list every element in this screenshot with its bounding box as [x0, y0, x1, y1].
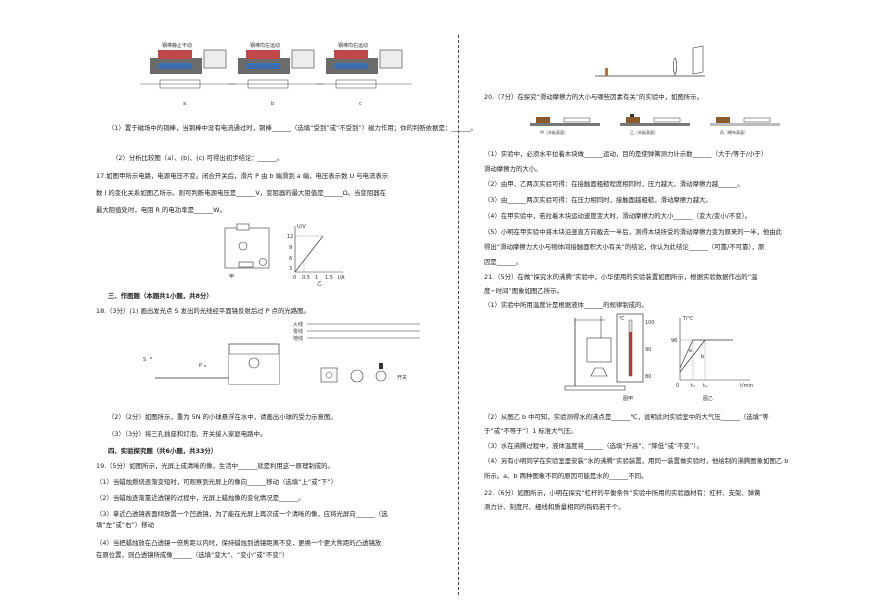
q20-2: （2）由甲、乙两次实验可得：在接触面粗糙程度相同时，压力越大，滑动摩擦力越___… — [484, 180, 744, 188]
q21-thermo-unit: ℃ — [619, 316, 625, 322]
q17-line3: 最大阻值处时，电阻 R 的电功率是______W。 — [96, 206, 226, 214]
q20-5-line1: （5）小明在甲实验中将木块沿竖直方向截去一半后，测得木块所受的滑动摩擦力变为原来… — [484, 228, 783, 236]
q19: 19.（5分）如图所示，光屏上成清晰的像，生活中______就是利用这一原理制成… — [96, 462, 334, 470]
fig-b-label: b — [271, 101, 274, 107]
q17-fig-b-caption: 乙 — [317, 280, 322, 287]
q17-xtick-15: 1.5 — [325, 275, 333, 281]
q19-1: （1）当蜡烛燃烧逐渐变短时，可观察到光屏上的像向______移动（选填“上”或“… — [96, 478, 337, 486]
q21-graph-a: a — [689, 348, 692, 354]
q16-1: （1）置于磁场中的铜棒，当铜棒中没有电流通过时，铜棒______（选填“受到”或… — [108, 124, 477, 132]
q17-xtick-0: 0 — [293, 275, 296, 281]
q21-thermo-tick-100: 100 — [645, 320, 655, 326]
q21-line2: 度−时间”图象如图乙所示。 — [484, 287, 563, 295]
q17-line2: 数 I 的变化关系如图乙所示。则可判断电源电压是______V，变阻器的最大阻值… — [96, 189, 386, 197]
q19-3-line2: 填“左”或“右”）移动 — [96, 521, 154, 529]
q21-boiling-figure: ℃ 100 90 80 图甲 T/℃ 96 a b t₁ t₂ 0 t/min … — [564, 313, 753, 402]
q21-graph-t1: t₁ — [691, 383, 695, 389]
q17-xtick-05: 0.5 — [302, 275, 310, 281]
magnet-experiment-figure: 钢棒静止不动 钢棒向左运动 钢棒向右运动 a b c — [140, 42, 412, 107]
q20-fig-label-c: 丙（棉布表面） — [720, 129, 748, 135]
q20-5-line2: 得出“滑动摩擦力大小与物体间接触面积大小有关”的结论，你认为此结论______（… — [484, 243, 765, 251]
q20-4: （4）在甲实验中，若拉着木块运动速度变大时，滑动摩擦力的大小______（变大/… — [484, 212, 752, 220]
section-3-heading: 三、作图题（本题共1小题，共8分） — [108, 292, 213, 300]
q21-thermo-tick-90: 90 — [645, 347, 651, 353]
q21-caption-b: 图乙 — [703, 395, 713, 402]
q18-switch-label: 开关 — [397, 374, 407, 381]
q19-2: （2）当蜡烛逐渐靠近透镜的过程中，光屏上蜡烛像的变化情况是______。 — [96, 494, 305, 502]
q20-3: （3）由______两次实验可得：在压力相同时，接触面越粗糙，滑动摩擦力越大。 — [484, 196, 712, 204]
q18-point-s: S — [143, 357, 146, 363]
fig-b-caption: 钢棒向左运动 — [250, 42, 280, 49]
q18-wire-neutral: 零线 — [293, 328, 303, 335]
q20: 20.（7分）在探究“滑动摩擦力的大小与哪些因素有关”的实验中，如图所示。 — [484, 93, 703, 101]
q18-figures: S P 火线 零线 地线 开关 — [143, 321, 420, 385]
q18-3: （3）（3分）将三孔插座和灯泡、开关接入家庭电路中。 — [108, 430, 267, 438]
q21-4-line1: （4）另有小明同学在实验室里安装“水的沸腾”实验装置，用同一装置做实验时，他绘制… — [484, 457, 789, 465]
q21-thermo-tick-80: 80 — [645, 374, 651, 380]
q17-line1: 17.如图甲所示电路，电源电压不变。闭合开关后，滑片 P 由 b 端滑到 a 端… — [96, 172, 389, 180]
q17-ytick-3: 3 — [289, 266, 292, 272]
q20-fig-label-a: 甲（木板表面） — [540, 129, 568, 135]
q20-5-line3: 因是______。 — [484, 258, 523, 266]
fig-c-label: c — [359, 101, 362, 107]
q20-friction-figure: 甲（木板表面） 乙（木板表面） 丙（棉布表面） — [530, 114, 780, 135]
q21-2-line2: 于”或“不等于”）1 标准大气压。 — [484, 427, 577, 435]
q21-4-line2: 所示。a、b 两种图象不同的原因可能是水的______不同。 — [484, 472, 648, 480]
q21-graph-t2: t₂ — [703, 383, 707, 389]
fig-c-caption: 钢棒向右运动 — [338, 42, 368, 49]
q22-line1: 22.（6分）如图所示，小明在探究“杠杆的平衡条件”实验中所用的实验器材有：杠杆… — [484, 489, 761, 497]
q17-graph-ylabel: U/V — [297, 224, 306, 230]
q18-wire-ground: 地线 — [293, 335, 303, 342]
q19-4-line1: （4）当把蜡烛放在凸透镜一倍焦距以内时，保持蜡烛到透镜距离不变，更换一个更大焦距… — [96, 539, 382, 547]
q21-graph-96: 96 — [671, 338, 677, 344]
q20-1-line1: （1）实验中，必须水平拉着木块做______运动，目的是使弹簧测力计示数____… — [484, 150, 768, 158]
q21-2-line1: （2）从图乙 b 中可知，实验测得水的沸点是______℃，说明此时实验室中的大… — [484, 413, 769, 421]
q19-4-line2: 在原位置，则凸透镜所成像______（选填“变大”、“变小”或“不变”） — [96, 551, 289, 559]
q18-2: （2）（2分）如图所示，重为 5N 的小球悬浮在水中，请画出小球的受力示意图。 — [108, 413, 337, 421]
q17-fig-a-caption: 甲 — [229, 274, 234, 280]
q16-2: （2）分析比较图（a）、(b)、(c) 可得出初步结论：______。 — [112, 154, 284, 162]
fig-a-caption: 钢棒静止不动 — [162, 42, 192, 49]
q21-graph-ylabel: T/℃ — [682, 316, 694, 322]
q17-ytick-12: 12 — [287, 234, 293, 240]
q19-lens-bench-figure — [595, 45, 705, 77]
q21-graph-xlabel: t/min — [740, 383, 753, 389]
column-divider — [458, 35, 459, 595]
q18-wire-live: 火线 — [293, 321, 303, 328]
section-4-heading: 四、实验探究题（共6小题，共33分） — [108, 447, 218, 455]
q17-graph-xlabel: I/A — [338, 275, 345, 281]
q21-3: （3）水在沸腾过程中，液体温度将______（选填“升高”、“降低”或“不变”）… — [484, 442, 703, 450]
q20-fig-label-b: 乙（木板表面） — [630, 129, 658, 135]
q21-1: （1）实验中所用温度计是根据液体______的规律制成的。 — [484, 301, 648, 309]
q18-point-p: P — [199, 363, 202, 369]
q19-3-line1: （3）拿近凸透镜表面倾放置一个凹透镜，为了能在光屏上再次成一个清晰的像，应将光屏… — [96, 510, 388, 518]
q18-1: 18.（3分）(1) 画出发光点 S 发出的光线经平面镜反射后过 P 点的光路图… — [96, 307, 310, 315]
q22-line2: 测力计、刻度尺、细线和质量相同的钩码若干个。 — [484, 503, 625, 511]
q21-graph-b: b — [701, 354, 704, 360]
q21-graph-zero: 0 — [676, 383, 679, 389]
q21-caption-a: 图甲 — [623, 396, 633, 402]
q17-circuit-and-graph: 甲 U/V I/A 12 9 6 3 0 0.5 1 1.5 乙 — [224, 223, 345, 287]
q17-ytick-9: 9 — [289, 245, 292, 251]
q17-xtick-1: 1 — [315, 275, 318, 281]
q17-ytick-6: 6 — [289, 256, 292, 262]
fig-a-label: a — [183, 101, 186, 107]
q20-1-line2: 滑动摩擦力的大小。 — [484, 165, 542, 173]
q21-line1: 21.（5分）在做“探究水的沸腾”实验中，小华使用的实验装置如图所示，根据实验数… — [484, 273, 758, 281]
